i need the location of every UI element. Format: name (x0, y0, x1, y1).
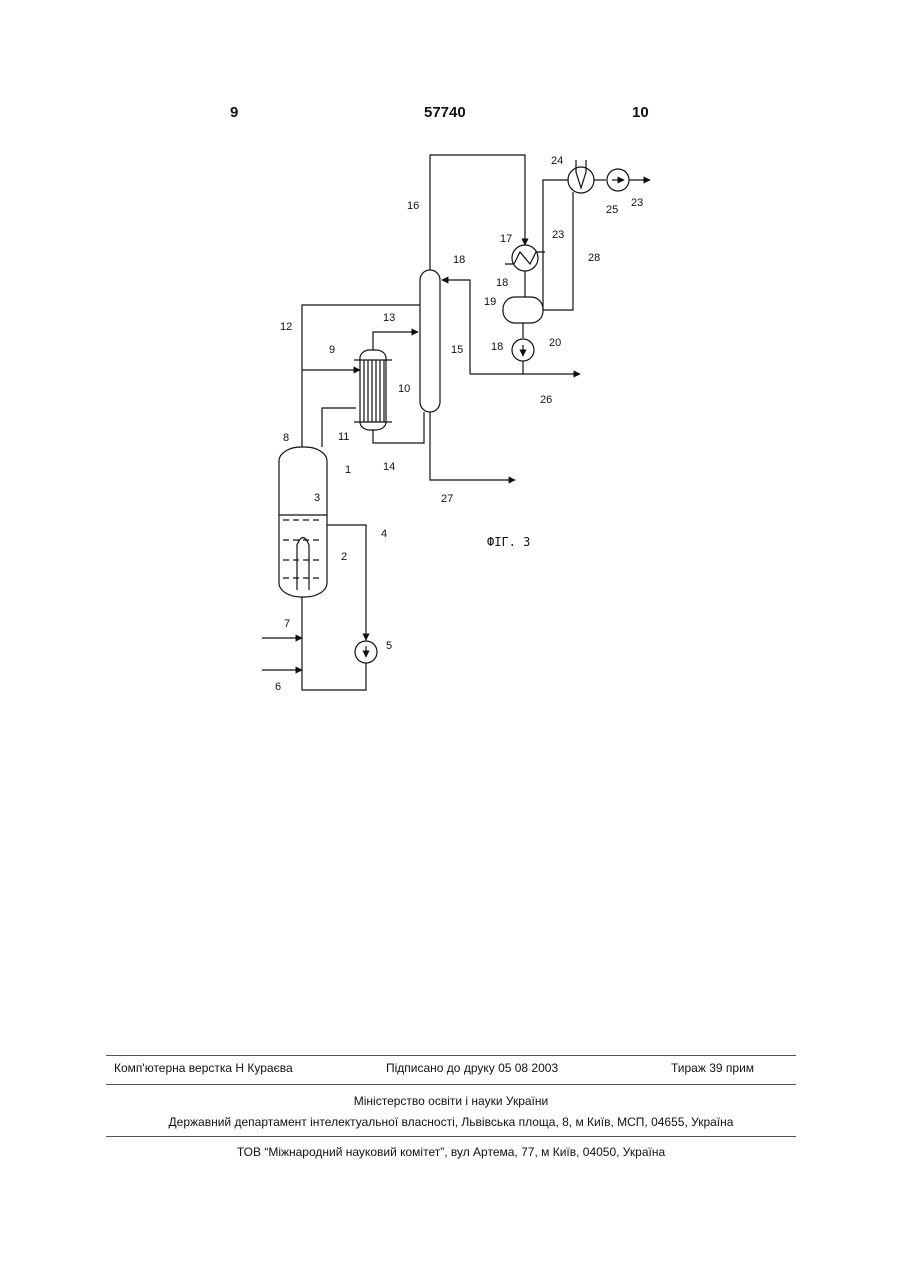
label-10: 10 (398, 383, 410, 395)
publisher-address: ТОВ “Міжнародний науковий комітет”, вул … (106, 1145, 796, 1159)
footer-rule-top (106, 1055, 796, 1056)
label-18-bottom: 18 (491, 341, 503, 353)
label-14: 14 (383, 461, 395, 473)
label-1: 1 (345, 464, 351, 476)
label-16: 16 (407, 200, 419, 212)
label-23-left: 23 (552, 229, 564, 241)
label-15: 15 (451, 344, 463, 356)
label-26: 26 (540, 394, 552, 406)
stream-labels: 1 2 3 4 5 6 7 8 9 10 11 12 13 14 15 16 1… (275, 155, 643, 693)
label-18-mid: 18 (496, 277, 508, 289)
distillation-column (420, 270, 440, 412)
ministry-name: Міністерство освіти і науки України (106, 1094, 796, 1108)
label-11: 11 (338, 431, 349, 443)
circulation: Тираж 39 прим (671, 1061, 754, 1075)
typesetting-credit: Комп'ютерна верстка Н Кураєва (114, 1061, 293, 1075)
label-20: 20 (549, 337, 561, 349)
draft-tube (297, 538, 309, 591)
footer-rule-middle (106, 1084, 796, 1085)
label-24: 24 (551, 155, 563, 167)
label-2: 2 (341, 551, 347, 563)
label-8: 8 (283, 432, 289, 444)
label-9: 9 (329, 344, 335, 356)
label-7: 7 (284, 618, 290, 630)
label-12: 12 (280, 321, 292, 333)
process-flow-diagram: 1 2 3 4 5 6 7 8 9 10 11 12 13 14 15 16 1… (0, 0, 900, 760)
label-4: 4 (381, 528, 387, 540)
figure-caption: ФІГ. 3 (487, 535, 530, 549)
label-17: 17 (500, 233, 512, 245)
label-19: 19 (484, 296, 496, 308)
label-23-right: 23 (631, 197, 643, 209)
department-address: Державний департамент інтелектуальної вл… (106, 1115, 796, 1129)
label-13: 13 (383, 312, 395, 324)
label-25: 25 (606, 204, 618, 216)
footer-rule-bottom (106, 1136, 796, 1137)
label-27: 27 (441, 493, 453, 505)
signed-date: Підписано до друку 05 08 2003 (386, 1061, 558, 1075)
label-3: 3 (314, 492, 320, 504)
reactor-vessel (279, 447, 327, 597)
label-5: 5 (386, 640, 392, 652)
label-28: 28 (588, 252, 600, 264)
label-6: 6 (275, 681, 281, 693)
label-18-top: 18 (453, 254, 465, 266)
separator-drum (503, 297, 543, 323)
